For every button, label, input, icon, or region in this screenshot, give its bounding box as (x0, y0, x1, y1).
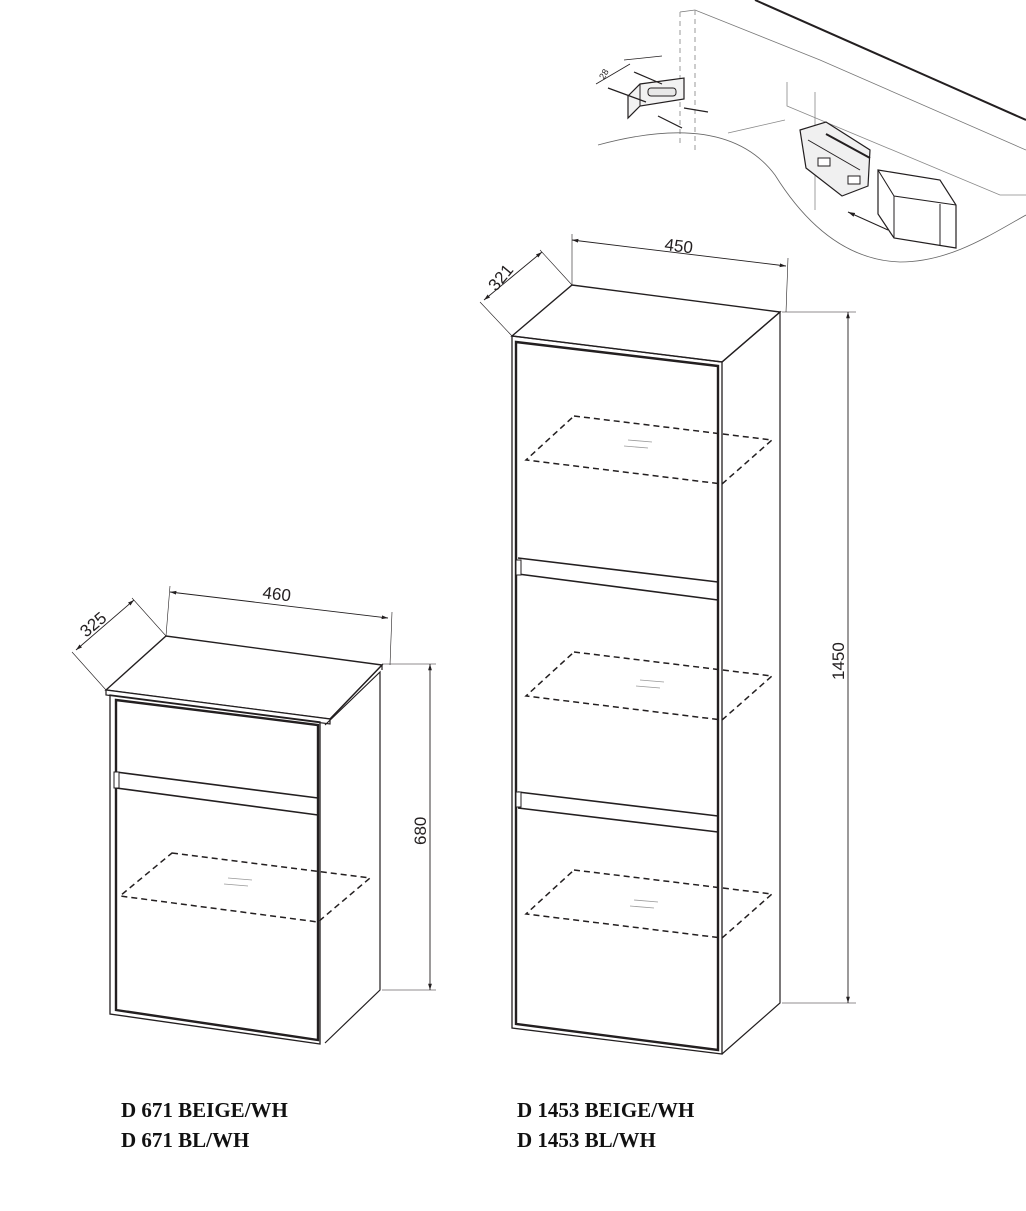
hanger-cover (877, 169, 957, 249)
tall-width-label: 450 (664, 235, 694, 257)
small-height-label: 680 (411, 817, 430, 845)
mounting-detail: 28 (595, 0, 1026, 263)
bracket-spacing-label: 28 (597, 67, 611, 81)
small-cabinet-side (324, 670, 381, 1044)
tall-height-label: 1450 (829, 642, 848, 680)
tall-cabinet-shelf-1 (524, 415, 774, 485)
tall-cabinet-models: D 1453 BEIGE/WH D 1453 BL/WH (517, 1095, 694, 1155)
small-cabinet-models: D 671 BEIGE/WH D 671 BL/WH (121, 1095, 288, 1155)
cabinet-top-edge (786, 82, 1026, 196)
tall-cabinet-handle-lower (515, 791, 522, 808)
wall-edge-line (754, 0, 1026, 121)
insert-direction-arrow (847, 211, 889, 231)
small-cabinet-model-black: D 671 BL/WH (121, 1128, 250, 1152)
small-cabinet-dimensions (71, 585, 436, 991)
tall-cabinet-rail-lower (517, 791, 719, 833)
wall-outline (679, 9, 1026, 151)
tall-cabinet-front (511, 335, 723, 1055)
small-cabinet-front (109, 694, 321, 1045)
small-cabinet-shelf (118, 852, 372, 923)
cutaway-curve (597, 132, 1026, 263)
tall-cabinet-dimensions (479, 234, 856, 1004)
tall-cabinet-shelf-2 (524, 651, 774, 721)
tall-cabinet-shelf-3 (524, 869, 774, 939)
small-width-label: 460 (262, 583, 292, 605)
wall-screws (607, 71, 709, 129)
small-depth-dim-line (75, 599, 135, 651)
tall-cabinet-handle-upper (515, 559, 522, 576)
tall-depth-label: 321 (485, 261, 518, 295)
tall-cabinet-rail-upper (517, 557, 719, 601)
bracket-spacing-dimension (595, 55, 663, 85)
small-cabinet-rail (115, 771, 319, 816)
small-cabinet-model-beige: D 671 BEIGE/WH (121, 1098, 288, 1122)
tall-cabinet-model-black: D 1453 BL/WH (517, 1128, 656, 1152)
small-cabinet-top (104, 635, 384, 720)
cabinet-inner-edge (727, 92, 816, 210)
small-width-dim-line (169, 590, 389, 620)
hanger-fitting (799, 121, 871, 197)
tall-cabinet-model-beige: D 1453 BEIGE/WH (517, 1098, 695, 1122)
small-cabinet-drawing (104, 635, 384, 1045)
tall-width-dim-line (571, 238, 787, 268)
tall-cabinet-top (510, 284, 782, 363)
wall-bracket (627, 77, 685, 120)
tall-depth-dim-line (483, 251, 543, 301)
small-cabinet-handle (113, 771, 120, 789)
small-depth-label: 325 (76, 608, 110, 641)
tall-cabinet-side (721, 310, 781, 1055)
tall-cabinet-drawing (510, 284, 782, 1055)
